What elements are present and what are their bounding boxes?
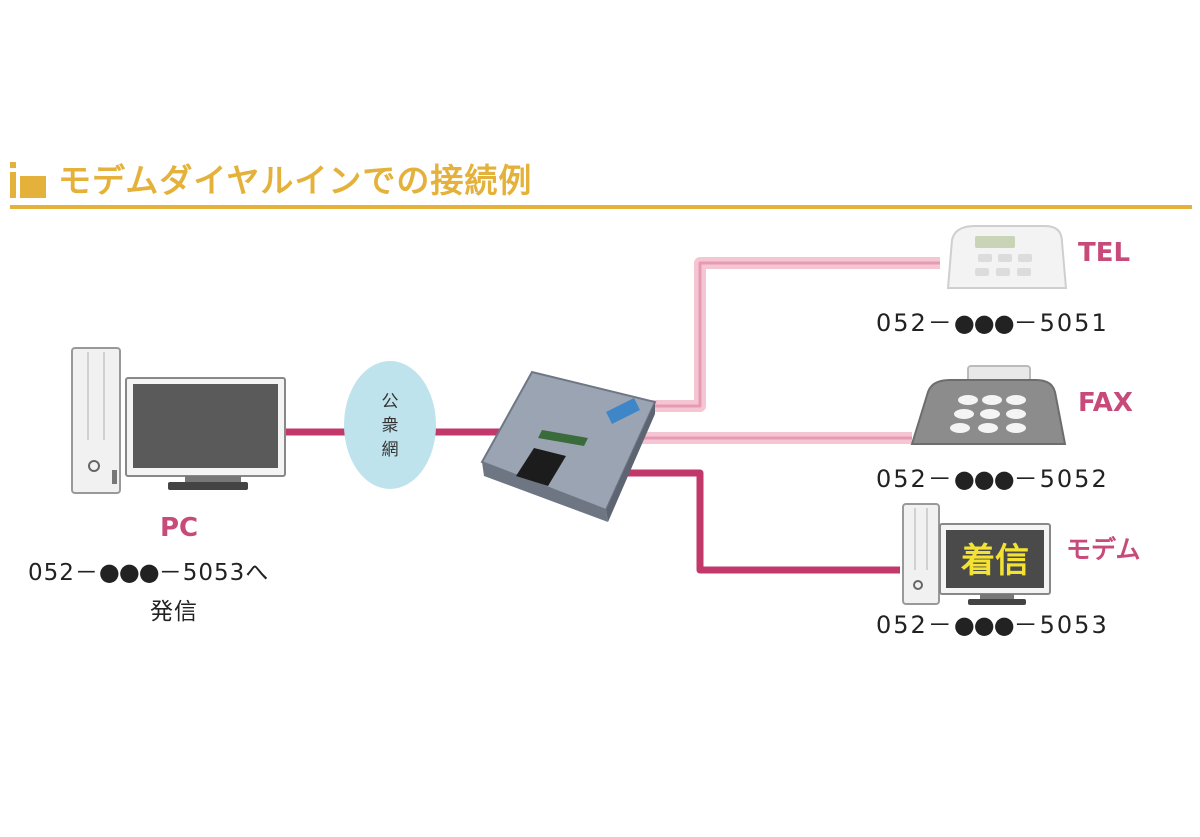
connection-lines <box>285 257 940 574</box>
modem-label: モデム <box>1066 535 1141 564</box>
page-title: モデムダイヤルインでの接続例 <box>58 161 533 200</box>
pc-number-dots: ●●● <box>98 558 160 586</box>
line-router-tel-inner <box>650 261 940 408</box>
modem-number-dots: ●●● <box>953 611 1015 639</box>
pc-icon <box>71 347 286 494</box>
modem-number: 052－●●●－5053 <box>876 605 1109 640</box>
pc-action: 発信 <box>150 599 198 625</box>
title-icon <box>10 162 46 198</box>
network-label-char: 公 <box>382 392 399 412</box>
fax-icon <box>910 365 1067 445</box>
fax-number-prefix: 052－ <box>876 465 954 493</box>
telephone-icon <box>946 225 1068 289</box>
fax-label: FAX <box>1078 388 1133 418</box>
fax-number-dots: ●●● <box>953 465 1015 493</box>
network-label-char: 網 <box>382 440 399 460</box>
modem-number-suffix: －5053 <box>1013 611 1109 639</box>
network-label: 公衆網 <box>382 392 399 460</box>
line-router-modem <box>610 469 900 574</box>
tel-number-suffix: －5051 <box>1013 309 1109 337</box>
pc-number-prefix: 052－ <box>28 560 99 586</box>
title-rule <box>10 205 1192 209</box>
pc-number-suffix: －5053へ <box>158 560 270 586</box>
tel-number-prefix: 052－ <box>876 309 954 337</box>
tel-number-dots: ●●● <box>953 309 1015 337</box>
pc-label: PC <box>160 513 199 543</box>
router-icon <box>480 370 657 522</box>
incoming-call-text: 着信 <box>960 541 1029 581</box>
tel-number: 052－●●●－5051 <box>876 303 1109 338</box>
modem-pc-icon: 着信 <box>902 503 1051 605</box>
fax-number-suffix: －5052 <box>1013 465 1109 493</box>
tel-label: TEL <box>1078 238 1131 268</box>
modem-number-prefix: 052－ <box>876 611 954 639</box>
network-cloud-icon: 公衆網 <box>344 361 436 489</box>
network-label-char: 衆 <box>382 416 399 436</box>
fax-number: 052－●●●－5052 <box>876 459 1109 494</box>
pc-number: 052－●●●－5053へ <box>28 553 269 587</box>
